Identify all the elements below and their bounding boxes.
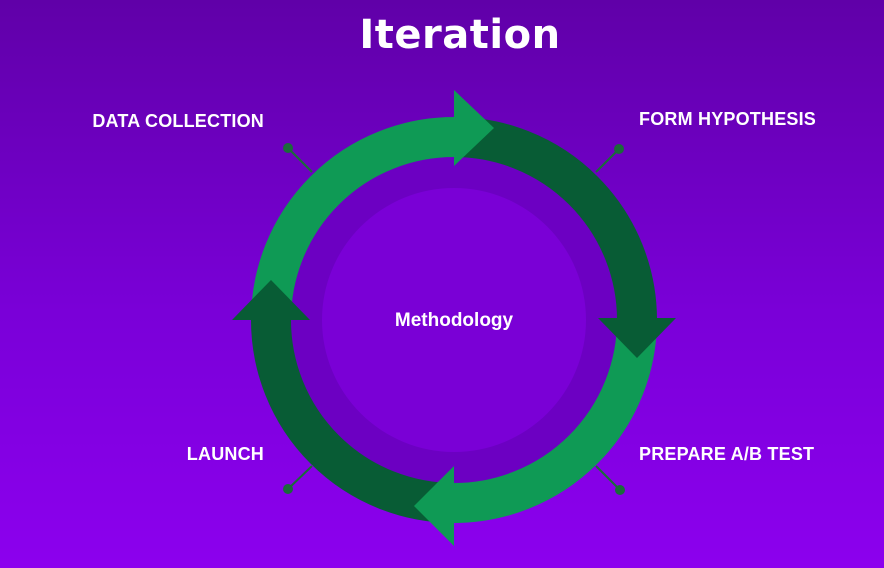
connector-top-right	[595, 144, 624, 173]
center-label: Methodology	[394, 310, 514, 331]
arrowhead-left	[232, 280, 310, 320]
connector-bottom-left	[283, 465, 313, 494]
arc-launch	[251, 319, 455, 523]
step-label-prepare-ab-test: PREPARE A/B TEST	[639, 444, 815, 464]
arc-prepare-ab-test	[453, 319, 657, 523]
step-label-data-collection: DATA COLLECTION	[92, 111, 264, 131]
center-disc-inner	[322, 188, 586, 452]
diagram-title: Iteration	[359, 12, 561, 58]
step-label-launch: LAUNCH	[186, 444, 264, 464]
arrowhead-right	[598, 318, 676, 358]
connector-bottom-right	[595, 465, 625, 495]
arrowhead-top	[454, 90, 494, 166]
arc-form-hypothesis	[453, 117, 657, 321]
arrowhead-bottom	[414, 466, 454, 546]
connector-top-left	[283, 143, 313, 173]
arc-data-collection	[251, 117, 455, 321]
step-label-form-hypothesis: FORM HYPOTHESIS	[639, 109, 817, 129]
